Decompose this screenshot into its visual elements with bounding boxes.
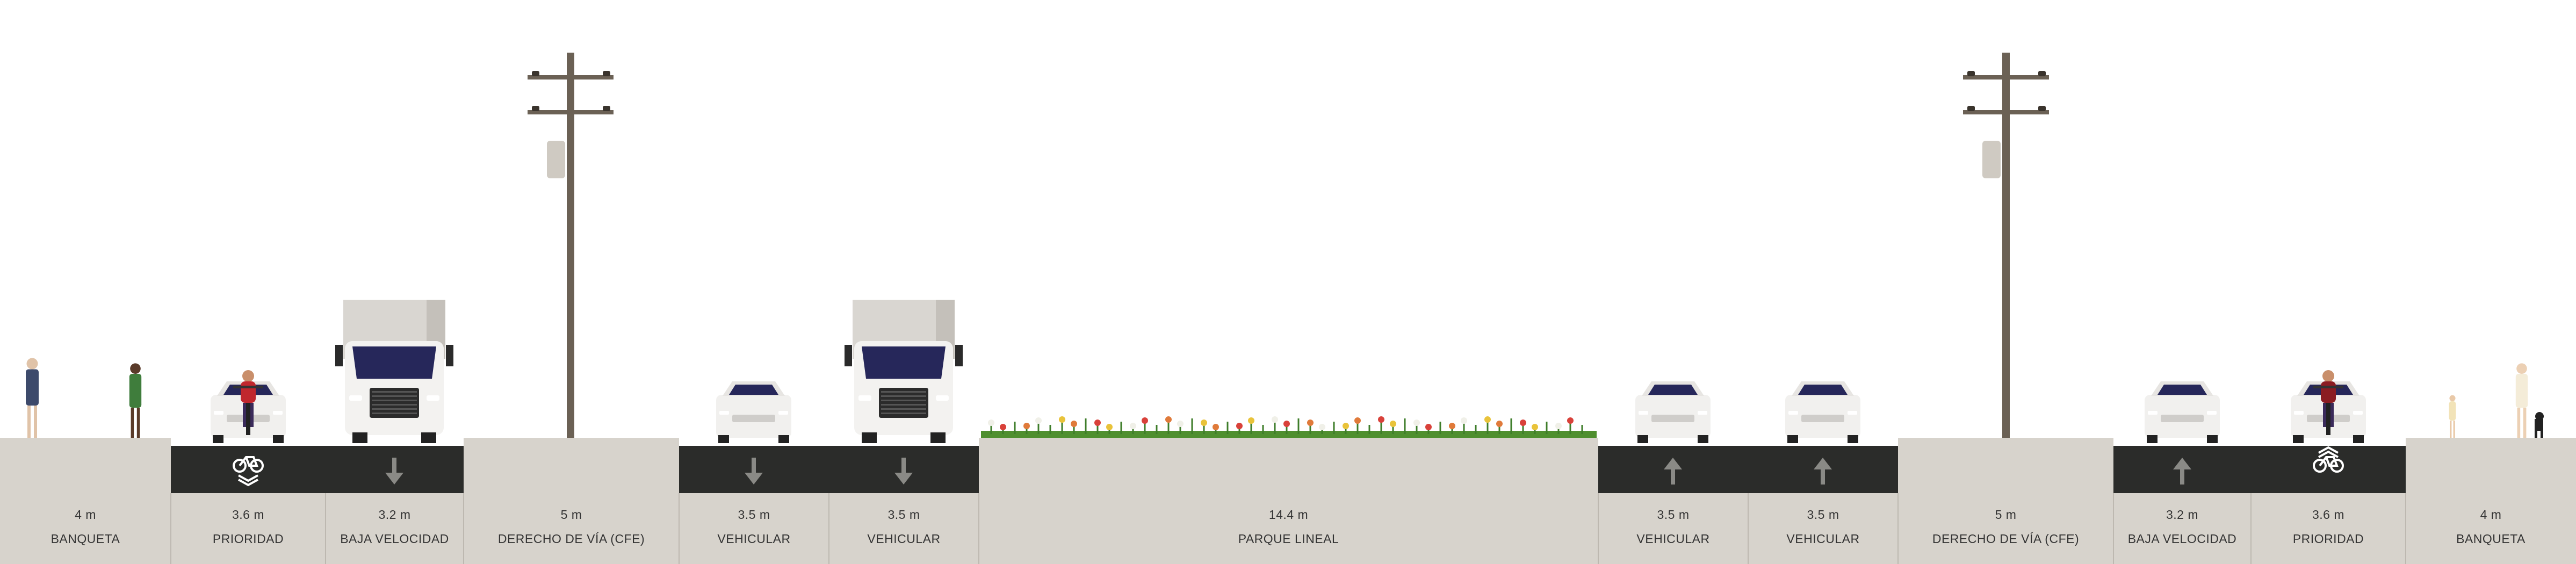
park-plants: [981, 416, 1597, 438]
segment-ground: [2406, 438, 2576, 564]
arrow-up-icon: [1664, 458, 1682, 485]
dog-icon: [2535, 412, 2544, 438]
flower-icon: [1484, 416, 1491, 423]
flower-icon: [1461, 417, 1467, 424]
flower-icon: [1236, 423, 1243, 429]
segment-ground: [979, 438, 1598, 564]
segment-name-label: BANQUETA: [50, 532, 120, 546]
flower-icon: [1035, 417, 1042, 424]
bicycle-marking-icon: [2313, 446, 2344, 473]
segment-name-label: PRIORIDAD: [2292, 532, 2364, 546]
flower-icon: [1449, 423, 1455, 429]
flower-icon: [1390, 421, 1396, 427]
segment-name-label: VEHICULAR: [867, 532, 941, 546]
pedestrian-icon: [2449, 395, 2456, 438]
flower-icon: [1283, 421, 1290, 427]
arrow-up-icon: [1814, 458, 1832, 485]
flower-icon: [1248, 417, 1254, 424]
segment-name-label: BAJA VELOCIDAD: [2127, 532, 2237, 546]
segment-name-label: PARQUE LINEAL: [1238, 532, 1339, 546]
flower-icon: [988, 420, 994, 426]
flower-icon: [1520, 420, 1526, 426]
segment-name-label: DERECHO DE VÍA (CFE): [1932, 532, 2080, 546]
segment-name-label: BANQUETA: [2456, 532, 2526, 546]
pedestrian-icon: [2515, 363, 2528, 438]
flower-icon: [1343, 423, 1349, 429]
lane-markings-layer: [233, 446, 2344, 487]
lane-asphalt: [2251, 446, 2406, 493]
segment-width-label: 3.2 m: [2166, 508, 2199, 522]
flower-icon: [1142, 417, 1148, 424]
arrow-down-icon: [745, 458, 763, 485]
segment-name-label: VEHICULAR: [1636, 532, 1710, 546]
segment-width-label: 3.5 m: [1807, 508, 1839, 522]
flower-icon: [1378, 416, 1384, 423]
bicycle-marking-icon: [233, 456, 264, 487]
flower-icon: [1567, 417, 1574, 424]
segment-width-label: 3.5 m: [887, 508, 920, 522]
street-ground-layer: [0, 438, 2576, 564]
segment-name-label: VEHICULAR: [1786, 532, 1860, 546]
segment-width-label: 4 m: [75, 508, 96, 522]
segment-ground: [1898, 438, 2113, 564]
arrow-down-icon: [894, 458, 913, 485]
flower-icon: [1213, 424, 1219, 430]
cyclist-icon: [233, 370, 263, 435]
truck-icon: [335, 300, 453, 443]
flower-icon: [1272, 416, 1278, 423]
utility-pole-icon: [528, 53, 614, 438]
flower-icon: [1071, 421, 1077, 427]
flower-icon: [1555, 423, 1562, 429]
segment-width-label: 14.4 m: [1268, 508, 1309, 522]
flower-icon: [1496, 421, 1503, 427]
pedestrian-icon: [129, 363, 142, 438]
segment-ground: [464, 438, 679, 564]
segment-ground: [0, 438, 171, 564]
pedestrian-icon: [26, 358, 39, 438]
flower-icon: [1532, 424, 1538, 430]
flower-icon: [1319, 424, 1325, 430]
segment-name-label: DERECHO DE VÍA (CFE): [497, 532, 645, 546]
car-icon: [2145, 381, 2220, 443]
arrow-up-icon: [2173, 458, 2191, 485]
flower-icon: [1023, 423, 1030, 429]
flower-icon: [1413, 420, 1420, 426]
segment-name-label: VEHICULAR: [717, 532, 791, 546]
segment-name-label: PRIORIDAD: [212, 532, 284, 546]
flower-icon: [1165, 416, 1172, 423]
segment-width-label: 3.5 m: [1657, 508, 1690, 522]
segment-width-label: 4 m: [2480, 508, 2502, 522]
flower-icon: [1354, 417, 1361, 424]
segment-width-label: 5 m: [1995, 508, 2017, 522]
segment-width-label: 3.6 m: [2312, 508, 2345, 522]
flower-icon: [1106, 424, 1113, 430]
car-icon: [716, 381, 791, 443]
segment-width-label: 3.6 m: [232, 508, 265, 522]
flower-icon: [1425, 424, 1432, 430]
segment-width-label: 3.2 m: [378, 508, 411, 522]
dividers-layer: [170, 493, 2406, 564]
flower-icon: [1000, 424, 1006, 430]
cyclist-icon: [2313, 370, 2343, 435]
segment-name-label: BAJA VELOCIDAD: [340, 532, 449, 546]
car-icon: [1635, 381, 1711, 443]
flower-icon: [1307, 420, 1314, 426]
segment-width-label: 3.5 m: [738, 508, 770, 522]
flower-icon: [1094, 420, 1101, 426]
flower-icon: [1201, 420, 1207, 426]
utility-pole-icon: [1963, 53, 2049, 438]
flower-icon: [1059, 416, 1065, 423]
objects-layer: [26, 53, 2544, 443]
car-icon: [1785, 381, 1860, 443]
arrow-down-icon: [385, 458, 403, 485]
segment-width-label: 5 m: [560, 508, 582, 522]
flower-icon: [1130, 423, 1136, 429]
flower-icon: [1177, 421, 1184, 427]
truck-icon: [845, 300, 963, 443]
